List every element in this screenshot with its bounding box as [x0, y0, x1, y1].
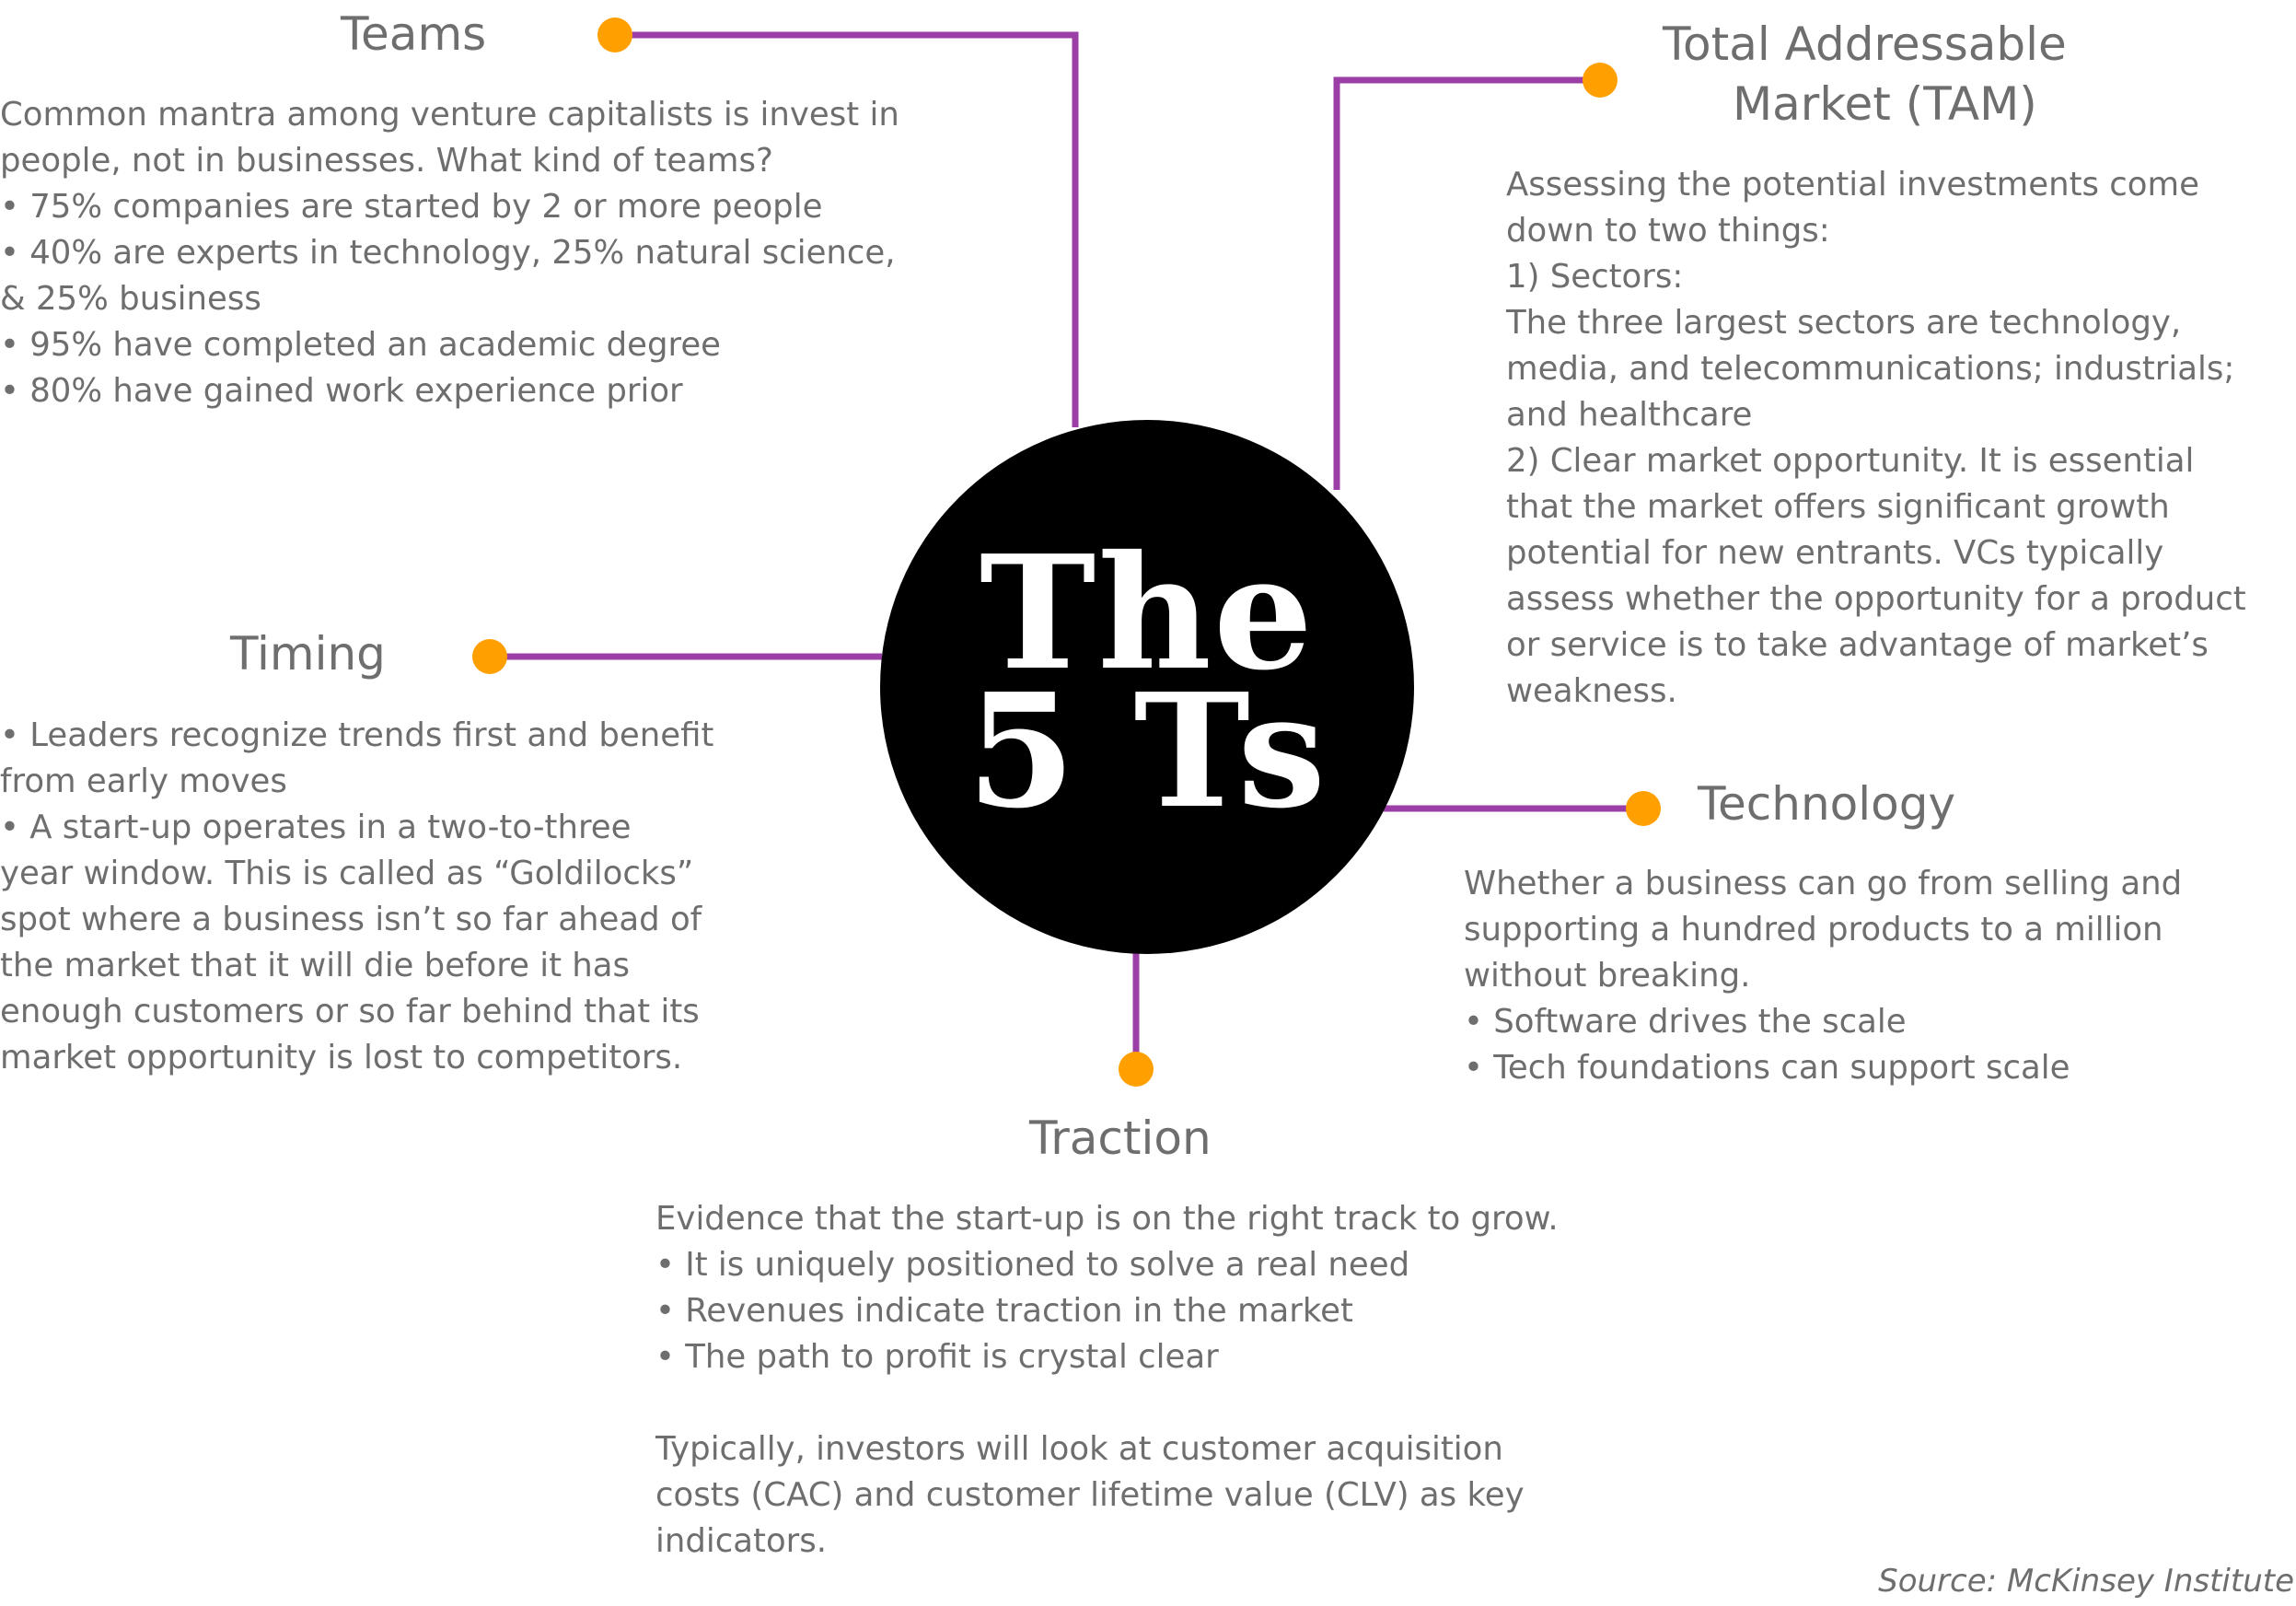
timing-line: the market that it will die before it ha… — [0, 947, 631, 984]
teams-line: • 40% are experts in technology, 25% nat… — [0, 234, 896, 272]
teams-line: & 25% business — [0, 280, 261, 318]
teams-description: Common mantra among venture capitalists … — [0, 92, 899, 414]
source-credit: Source: McKinsey Institute — [1878, 1563, 2294, 1600]
tam-line: Assessing the potential investments come — [1506, 166, 2199, 204]
tam-line: media, and telecommunications; industria… — [1506, 350, 2235, 388]
timing-title: Timing — [230, 627, 386, 681]
technology-line: supporting a hundred products to a milli… — [1464, 911, 2163, 948]
tam-line: potential for new entrants. VCs typicall… — [1506, 534, 2164, 572]
timing-line: year window. This is called as “Goldiloc… — [0, 855, 694, 892]
traction-title: Traction — [1029, 1111, 1212, 1165]
tam-line: or service is to take advantage of marke… — [1506, 626, 2209, 664]
teams-title: Teams — [341, 7, 487, 61]
teams-line: • 75% companies are started by 2 or more… — [0, 188, 823, 226]
tam-line: that the market offers significant growt… — [1506, 488, 2170, 526]
teams-line: • 80% have gained work experience prior — [0, 372, 683, 410]
tam-description: Assessing the potential investments come… — [1506, 162, 2246, 715]
tam-line: weakness. — [1506, 672, 1677, 710]
teams-node-dot — [597, 17, 632, 52]
hub-title-line-2: 5 Ts — [966, 659, 1328, 844]
traction-closing-line: Typically, investors will look at custom… — [655, 1430, 1503, 1468]
timing-node-dot — [472, 639, 507, 674]
traction-intro: Evidence that the start-up is on the rig… — [655, 1200, 1559, 1238]
traction-spacer — [655, 1380, 1559, 1426]
timing-line: • Leaders recognize trends first and ben… — [0, 716, 714, 754]
timing-line: spot where a business isn’t so far ahead… — [0, 901, 702, 938]
tam-connector — [1333, 76, 1600, 490]
technology-description: Whether a business can go from selling a… — [1464, 861, 2182, 1091]
tam-title-line-1: Total Addressable — [1663, 17, 2067, 71]
traction-bullet: • The path to profit is crystal clear — [655, 1338, 1219, 1376]
tam-line: down to two things: — [1506, 212, 1830, 250]
teams-line: people, not in businesses. What kind of … — [0, 142, 773, 180]
technology-line: without breaking. — [1464, 957, 1751, 995]
technology-line: Whether a business can go from selling a… — [1464, 865, 2183, 902]
tam-line: 1) Sectors: — [1506, 258, 1684, 296]
technology-line: • Software drives the scale — [1464, 1003, 1907, 1041]
tam-line: The three largest sectors are technology… — [1506, 304, 2182, 342]
timing-line: from early moves — [0, 762, 287, 800]
traction-node-dot — [1119, 1052, 1154, 1087]
traction-closing-line: costs (CAC) and customer lifetime value … — [655, 1476, 1525, 1514]
teams-line: • 95% have completed an academic degree — [0, 326, 722, 364]
timing-line: enough customers or so far behind that i… — [0, 993, 700, 1030]
traction-bullet: • It is uniquely positioned to solve a r… — [655, 1246, 1410, 1284]
traction-bullet: • Revenues indicate traction in the mark… — [655, 1292, 1353, 1330]
timing-line: market opportunity is lost to competitor… — [0, 1039, 683, 1076]
hub-title-line-1: The — [979, 521, 1316, 705]
timing-line: • A start-up operates in a two-to-three — [0, 809, 632, 846]
teams-line: Common mantra among venture capitalists … — [0, 96, 899, 134]
timing-description: • Leaders recognize trends first and ben… — [0, 713, 713, 1081]
technology-node-dot — [1626, 791, 1661, 826]
tam-line: assess whether the opportunity for a pro… — [1506, 580, 2246, 618]
traction-closing-line: indicators. — [655, 1522, 828, 1560]
technology-title: Technology — [1698, 777, 1956, 831]
tam-node-dot — [1583, 63, 1618, 98]
tam-line: 2) Clear market opportunity. It is essen… — [1506, 442, 2195, 480]
tam-line: and healthcare — [1506, 396, 1753, 434]
central-hub-circle: The 5 Ts — [880, 420, 1414, 954]
tam-title-line-2: Market (TAM) — [1733, 77, 2037, 131]
teams-connector — [615, 31, 1079, 427]
technology-line: • Tech foundations can support scale — [1464, 1049, 2070, 1087]
traction-description: Evidence that the start-up is on the rig… — [655, 1196, 1559, 1565]
